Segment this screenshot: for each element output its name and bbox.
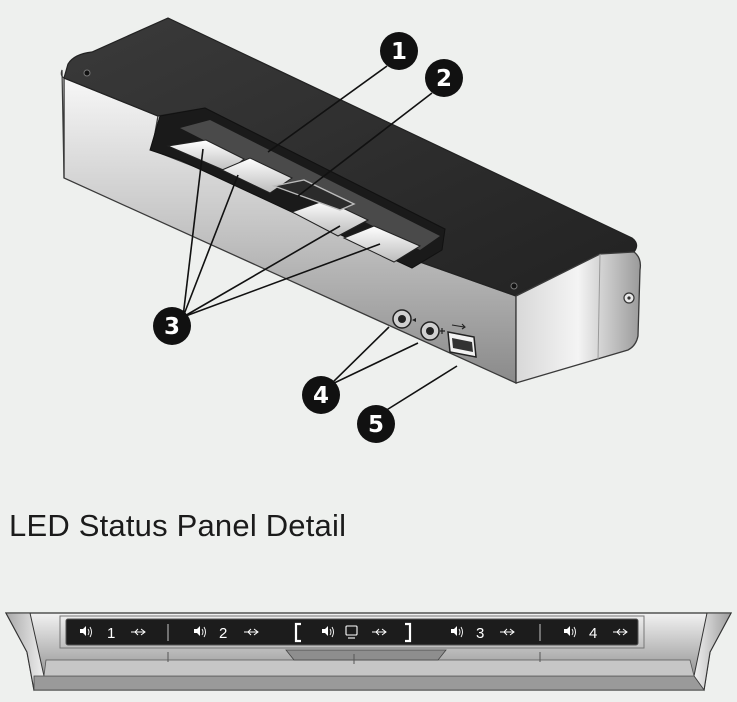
device-right-end: [515, 251, 642, 384]
speaker-icon: [451, 626, 457, 636]
usb-icon: [131, 628, 146, 636]
port-button-3[interactable]: [290, 199, 370, 237]
audio-ports: [392, 309, 445, 341]
usb-icon: [500, 628, 515, 636]
led-port-2: 2: [194, 625, 259, 642]
callout-label: 4: [313, 383, 329, 409]
callout-badge-3: 3: [153, 307, 191, 345]
monitor-icon: [345, 625, 358, 636]
usb-icon: [244, 628, 259, 636]
led-status-strip: [271, 179, 356, 211]
callout-leaders: [182, 65, 458, 412]
callout-badge-2: 2: [425, 59, 463, 97]
bracket-left-icon: [294, 622, 301, 643]
led-port-4: 4: [564, 625, 628, 642]
speaker-icon: [564, 626, 570, 636]
speaker-icon: [80, 626, 86, 636]
port-button-2[interactable]: [220, 157, 294, 194]
callout-label: 1: [391, 39, 407, 65]
led-panel-detail: 1 2 3 4: [4, 612, 733, 692]
port-button-4[interactable]: [342, 225, 422, 263]
callout-badge-5: 5: [357, 405, 395, 443]
speaker-icon: [194, 626, 200, 636]
screw-icon: [83, 69, 91, 77]
speaker-jack-icon: [412, 318, 416, 322]
usb-port[interactable]: [447, 323, 477, 358]
callout-badge-1: 1: [380, 32, 418, 70]
screw-icon: [510, 282, 518, 290]
led-panel-title: LED Status Panel Detail: [9, 508, 347, 543]
led-port-1: 1: [80, 625, 146, 642]
speaker-icon: [322, 626, 328, 636]
microphone-jack-icon: [440, 328, 445, 334]
led-port-3: 3: [451, 625, 515, 642]
port-number: 2: [219, 625, 227, 642]
device-left-end: [60, 69, 65, 179]
port-selection-buttons: [166, 139, 422, 263]
port-number: 3: [476, 625, 484, 642]
port-number: 1: [107, 625, 115, 642]
usb-icon: [613, 628, 628, 636]
port-number: 4: [589, 625, 597, 642]
callout-label: 5: [368, 412, 384, 438]
usb-icon: [372, 628, 387, 636]
callout-label: 2: [436, 66, 452, 92]
port-button-1[interactable]: [166, 139, 245, 173]
callout-badge-4: 4: [302, 376, 340, 414]
callout-label: 3: [164, 314, 180, 340]
bracket-right-icon: [405, 622, 412, 643]
led-center-group: [294, 622, 412, 643]
usb-icon: [451, 323, 466, 330]
led-display: [65, 618, 639, 646]
kvm-device: [60, 17, 642, 385]
